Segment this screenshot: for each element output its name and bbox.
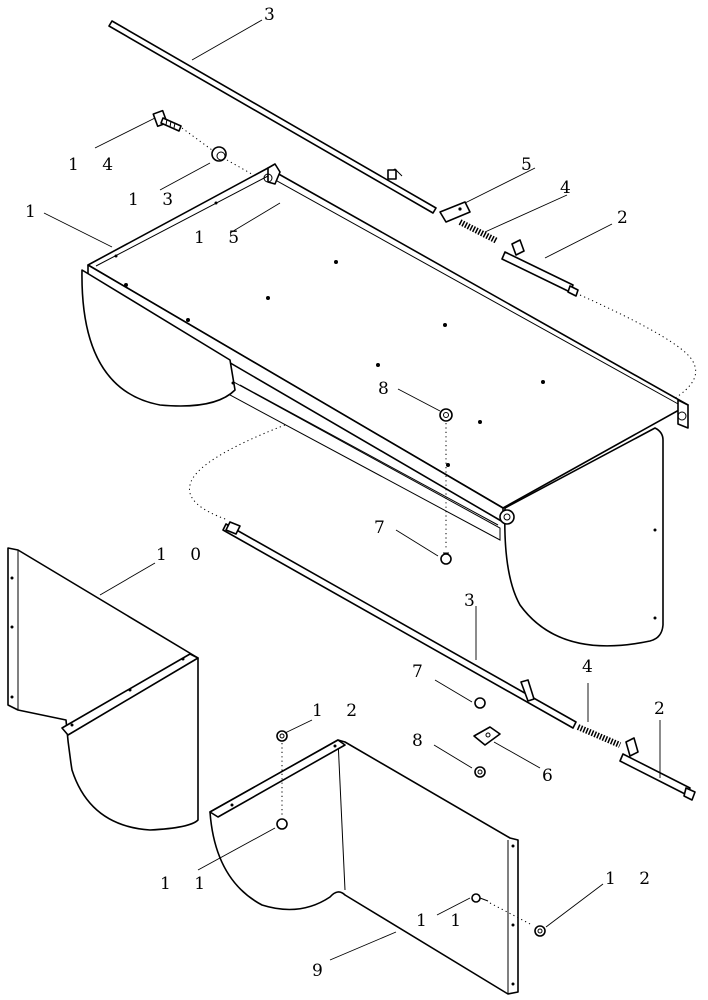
callout-2-bottom: 2 — [654, 699, 674, 719]
pin-2-lower — [619, 737, 696, 801]
callout-10: 1 0 — [156, 545, 210, 565]
callout-8-bottom: 8 — [412, 731, 432, 751]
callout-6: 6 — [542, 766, 562, 786]
bolt-11-left — [276, 818, 288, 830]
nut-12-right — [534, 925, 546, 937]
bolt-7-upper — [440, 552, 452, 565]
bushing-13 — [211, 146, 227, 162]
spring-4-upper — [458, 219, 499, 244]
bracket-6 — [473, 726, 501, 746]
bolt-14 — [152, 109, 182, 132]
pin-2-upper — [501, 239, 579, 297]
nut-12-left — [276, 730, 288, 742]
callout-12-left: 1 2 — [312, 701, 366, 721]
callout-12-right: 1 2 — [605, 869, 659, 889]
bolt-7-lower — [474, 697, 486, 709]
rod-upper — [108, 20, 437, 214]
callout-4-top: 4 — [560, 178, 580, 198]
callout-labels: 3 1 4 1 3 1 5 1 5 4 2 8 7 1 0 3 7 4 2 1 … — [25, 5, 674, 981]
hopper-frame-1 — [81, 163, 689, 647]
callout-7-top: 7 — [374, 518, 394, 538]
callout-4-bottom: 4 — [582, 657, 602, 677]
callout-1: 1 — [25, 202, 45, 222]
callout-9: 9 — [312, 961, 332, 981]
callout-2-top: 2 — [617, 208, 637, 228]
callout-7-bottom: 7 — [412, 662, 432, 682]
callout-13: 1 3 — [128, 190, 182, 210]
side-panel-9 — [209, 739, 519, 995]
callout-11-left: 1 1 — [160, 874, 214, 894]
callout-14: 1 4 — [68, 155, 122, 175]
callout-3-bottom: 3 — [464, 591, 484, 611]
bolt-11-right — [471, 893, 489, 903]
nut-8-upper — [439, 408, 453, 422]
callout-5: 5 — [521, 155, 541, 175]
callout-11-right: 1 1 — [416, 911, 470, 931]
nut-8-lower — [474, 766, 486, 778]
callout-3-top: 3 — [264, 5, 284, 25]
leader-lines — [43, 19, 661, 961]
rod-lower — [222, 521, 577, 729]
plate-5 — [439, 201, 471, 223]
callout-15: 1 5 — [194, 228, 248, 248]
side-panel-10 — [7, 547, 199, 831]
spring-4-lower — [576, 724, 622, 748]
callout-8-top: 8 — [378, 379, 398, 399]
